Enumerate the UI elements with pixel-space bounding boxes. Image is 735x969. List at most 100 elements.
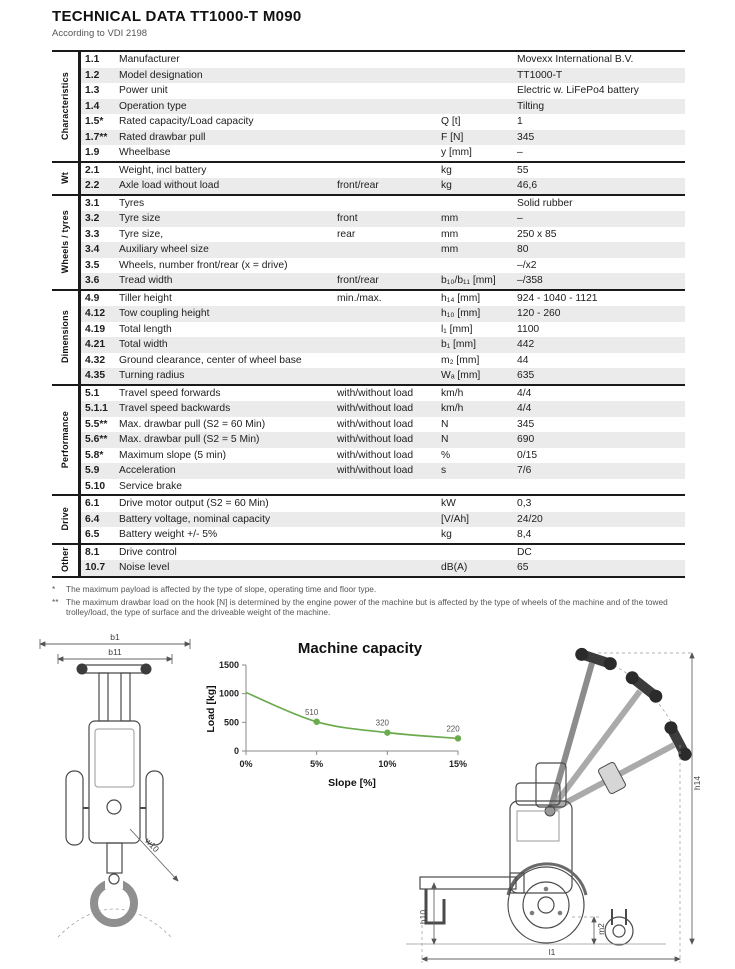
row-value: 24/20 — [517, 513, 543, 525]
group-label-text: Dimensions — [60, 310, 70, 364]
row-unit: b₁ [mm] — [441, 339, 476, 350]
chart-y-axis-label: Load [kg] — [205, 685, 217, 732]
row-unit: dB(A) — [441, 562, 468, 573]
row-unit: mm — [441, 213, 459, 224]
row-qual: min./max. — [337, 292, 382, 304]
row-code: 5.8* — [85, 449, 104, 461]
row-qual: with/without load — [337, 465, 414, 476]
row-code: 3.5 — [85, 259, 100, 271]
row-qual — [333, 306, 437, 322]
tiller-arm-position-1 — [547, 662, 595, 812]
machine-body-side — [509, 800, 573, 894]
row-code: 6.4 — [85, 513, 100, 525]
svg-text:10%: 10% — [378, 759, 396, 769]
row-qual: front — [337, 213, 358, 224]
group-label: Drive — [52, 496, 78, 543]
row-value: –/x2 — [517, 259, 537, 271]
row-code: 3.1 — [85, 197, 100, 209]
row-value: 7/6 — [517, 465, 532, 476]
row-code: 8.1 — [85, 546, 100, 558]
row-unit: h₁₄ [mm] — [441, 292, 481, 304]
front-view-drawing: b1 b11 — [32, 631, 200, 969]
row-desc: Power unit — [119, 85, 168, 96]
row-code: 3.2 — [85, 213, 100, 224]
row-unit — [437, 83, 513, 99]
row-value: DC — [517, 546, 532, 558]
row-qual — [333, 68, 437, 84]
row-qual — [333, 479, 437, 495]
row-desc: Tow coupling height — [119, 308, 210, 319]
row-desc: Wheels, number front/rear (x = drive) — [119, 259, 288, 271]
row-desc: Maximum slope (5 min) — [119, 449, 226, 461]
row-value: TT1000-T — [517, 69, 563, 81]
row-code: 3.6 — [85, 275, 100, 286]
row-code: 1.7** — [85, 131, 108, 143]
row-value — [513, 479, 685, 495]
footnotes: * The maximum payload is affected by the… — [52, 584, 685, 620]
row-code: 1.3 — [85, 85, 100, 96]
row-code: 4.32 — [85, 354, 106, 366]
row-value: 44 — [517, 354, 529, 366]
tiller-handle-2 — [625, 671, 663, 703]
row-desc: Ground clearance, center of wheel base — [119, 354, 302, 366]
row-desc: Tread width — [119, 275, 173, 286]
row-code: 3.4 — [85, 244, 100, 255]
row-qual — [333, 99, 437, 115]
row-desc: Service brake — [119, 480, 182, 492]
row-value: 442 — [517, 339, 535, 350]
group-label-text: Wt — [60, 172, 70, 184]
row-value: 120 - 260 — [517, 308, 561, 319]
row-code: 5.1 — [85, 387, 100, 399]
b1-dim-label: b1 — [110, 632, 120, 642]
row-code: 1.4 — [85, 100, 100, 112]
svg-text:1500: 1500 — [219, 660, 239, 670]
row-desc: Total width — [119, 339, 168, 350]
group-label-text: Other — [60, 547, 70, 573]
spec-row: 5.5**Max. drawbar pull (S2 = 60 Min)with… — [81, 417, 685, 433]
row-code: 5.1.1 — [85, 403, 108, 414]
row-qual: with/without load — [337, 449, 414, 461]
row-code: 4.35 — [85, 370, 106, 381]
row-qual — [333, 114, 437, 130]
footnote-marker: ** — [52, 596, 59, 607]
row-value: Electric w. LiFePo4 battery — [517, 85, 639, 96]
row-value: 690 — [517, 434, 535, 445]
row-desc: Tyres — [119, 197, 145, 209]
svg-text:510: 510 — [305, 708, 319, 717]
front-beam — [419, 876, 517, 890]
row-qual — [333, 322, 437, 338]
row-unit: F [N] — [441, 131, 464, 143]
row-qual: front/rear — [337, 275, 379, 286]
row-desc: Auxiliary wheel size — [119, 244, 209, 255]
footnote: ** The maximum drawbar load on the hook … — [52, 597, 685, 618]
group-label-text: Performance — [60, 411, 70, 469]
coupling-hook — [424, 889, 446, 925]
row-qual: with/without load — [337, 418, 414, 430]
svg-text:220: 220 — [446, 724, 460, 733]
row-value: 80 — [517, 244, 529, 255]
svg-text:320: 320 — [376, 719, 390, 728]
spec-row: 5.6**Max. drawbar pull (S2 = 5 Min)with/… — [81, 432, 685, 448]
row-desc: Rated drawbar pull — [119, 131, 206, 143]
group-label: Dimensions — [52, 291, 78, 384]
row-value: 1100 — [517, 323, 540, 335]
row-unit — [437, 545, 513, 561]
